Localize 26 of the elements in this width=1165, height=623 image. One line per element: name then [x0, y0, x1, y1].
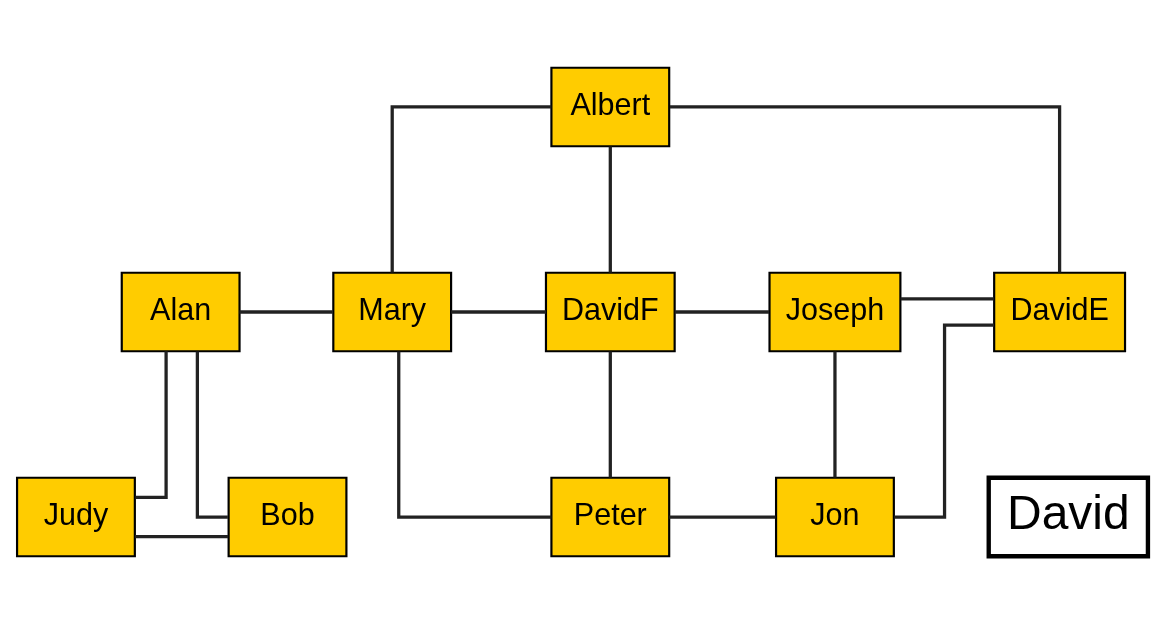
node-box: Jon [775, 476, 895, 557]
connector [670, 104, 1062, 272]
connector [833, 351, 837, 478]
connector [239, 309, 333, 314]
connector [608, 351, 612, 478]
node-box: David [986, 475, 1151, 558]
connector [451, 309, 546, 314]
node-box: Judy [16, 476, 136, 557]
connector [390, 104, 552, 272]
node-box: Mary [332, 271, 453, 352]
connector [674, 309, 769, 314]
node-box: Joseph [768, 271, 902, 352]
node-box: Albert [550, 66, 671, 147]
connector [397, 351, 552, 519]
connector [195, 351, 228, 519]
connector [135, 350, 168, 499]
node-box: DavidF [544, 271, 676, 352]
connector [900, 296, 994, 301]
node-box: Alan [120, 271, 241, 352]
connector [669, 514, 776, 519]
node-box: Peter [550, 476, 671, 557]
node-box: DavidE [993, 271, 1127, 352]
node-box: Bob [227, 476, 348, 557]
connector [608, 146, 612, 273]
connector [134, 534, 229, 538]
connector [894, 322, 994, 519]
